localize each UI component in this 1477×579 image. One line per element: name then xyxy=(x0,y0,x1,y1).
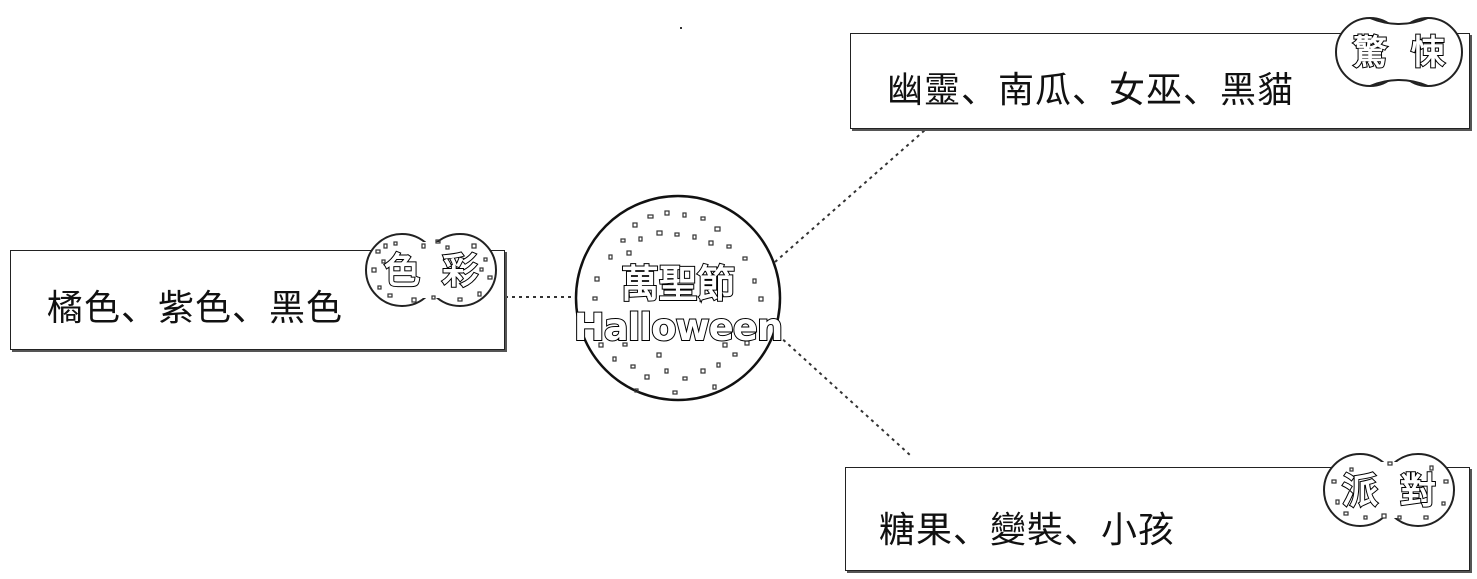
stray-dot xyxy=(680,27,682,29)
party-node-text: 糖果、變裝、小孩 xyxy=(879,510,1176,551)
center-node: 萬聖節 Halloween xyxy=(573,193,784,403)
colors-tag-char-2: 彩 xyxy=(442,251,478,292)
connector-to-scary xyxy=(774,129,926,263)
party-tag-char-2: 對 xyxy=(1400,471,1436,512)
scary-tag-char-2: 悚 xyxy=(1411,33,1445,73)
party-tag-badge: 派 對 xyxy=(1323,453,1455,527)
party-tag-char-1: 派 xyxy=(1342,471,1378,512)
center-subtitle: Halloween xyxy=(573,305,784,350)
colors-tag-badge: 色 彩 xyxy=(365,233,497,307)
connector-to-party xyxy=(777,334,911,456)
scary-tag-badge: 驚 悚 xyxy=(1335,17,1463,87)
colors-node-text: 橘色、紫色、黑色 xyxy=(47,288,344,329)
scary-tag-char-1: 驚 xyxy=(1353,33,1388,73)
colors-tag-speckle xyxy=(365,233,497,307)
party-tag-speckle xyxy=(1323,453,1455,527)
center-title: 萬聖節 xyxy=(620,261,736,307)
scary-node-text: 幽靈、南瓜、女巫、黑貓 xyxy=(887,70,1295,111)
center-circle xyxy=(574,194,782,402)
colors-tag-char-1: 色 xyxy=(384,251,420,292)
center-speckle xyxy=(592,210,764,395)
